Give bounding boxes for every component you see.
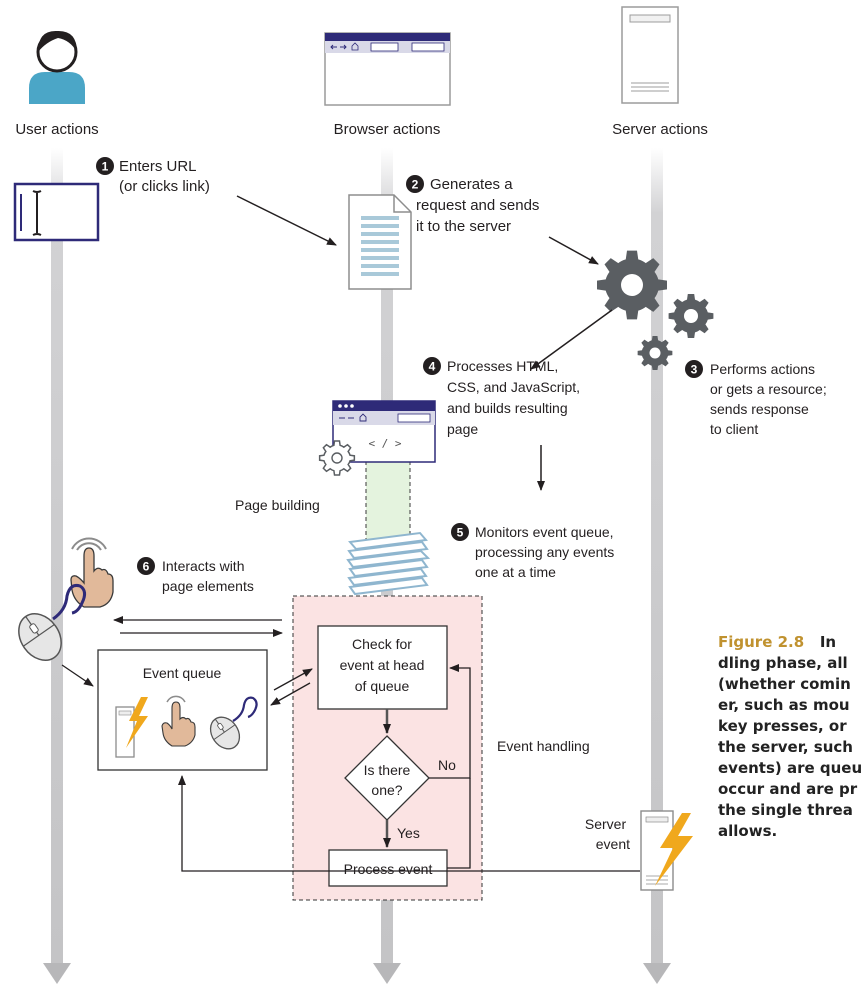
svg-text:5: 5 [457,526,464,540]
svg-text:6: 6 [143,560,150,574]
arrow-url-to-request [236,195,337,246]
browser-window-icon [324,32,451,106]
server-event-icon [640,810,693,891]
svg-text:< / >: < / > [368,437,401,450]
text-cursor-icon [13,182,100,242]
process-event-box: Process event [328,849,448,887]
step-3-text: Performs actions or gets a resource; sen… [710,361,831,437]
no-label: No [438,757,456,773]
svg-text:1: 1 [102,160,109,174]
arrow-server-event-to-queue [178,775,640,872]
queue-tap-icon [161,695,196,747]
step-2-text: Generates a request and sends it to the … [416,176,544,235]
caption-line-8: occur and are pr [718,780,858,798]
arrow-check-to-queue [270,682,311,706]
svg-text:4: 4 [429,360,436,374]
arrow-queue-to-check [273,668,313,691]
caption-line-5: key presses, or [718,717,847,735]
caption-line-10: allows. [718,822,778,840]
page-build-area [365,461,411,541]
page-stack-icon [346,531,431,596]
figure-number: Figure 2.8 [718,633,805,651]
server-event-label: Server event [585,816,630,852]
caption-line-1-text: In [819,633,837,651]
page-build-gear-icon [318,440,356,476]
svg-text:event at head: event at head [340,657,425,673]
arrow-request-to-server [548,236,599,265]
svg-text:Process event: Process event [344,861,433,877]
step-5-badge: 5 [451,523,469,541]
request-document-icon [348,194,412,290]
svg-text:3: 3 [691,363,698,377]
check-queue-box: Check for event at head of queue [317,625,448,710]
queue-mouse-icon [209,696,258,750]
caption-line-2: dling phase, all [718,654,848,672]
step-1-text: Enters URL (or clicks link) [119,158,210,195]
arrow-process-loop [447,778,471,869]
svg-text:one?: one? [371,782,402,798]
svg-text:of queue: of queue [355,678,410,694]
mouse-icon [18,584,87,661]
tapping-hand-icon [70,537,114,608]
caption-line-4: er, such as mou [718,696,850,714]
yes-label: Yes [397,825,420,841]
step-3-badge: 3 [685,360,703,378]
caption-line-7: events) are queu [718,759,861,777]
user-actions-label: User actions [15,121,98,138]
arrow-no-loop [429,664,471,779]
step-6-badge: 6 [137,557,155,575]
step-5-text: Monitors event queue, processing any eve… [475,524,618,580]
step-6-text: Interacts with page elements [162,558,254,594]
step-2-badge: 2 [406,175,424,193]
page-browser-icon: < / > [332,400,436,463]
caption-line-3: (whether comin [718,675,851,693]
arrow-mouse-to-queue [61,664,94,687]
server-gears-icon [597,250,714,371]
server-tower-icon [621,6,679,104]
figure-caption: Figure 2.8 In dling phase, all (whether … [718,632,861,842]
decision-diamond: Is there one? [344,735,430,821]
step-4-badge: 4 [423,357,441,375]
server-actions-label: Server actions [612,121,708,138]
svg-text:Check for: Check for [352,636,412,652]
step-1-badge: 1 [96,157,114,175]
event-handling-label: Event handling [497,738,590,754]
arrow-server-to-browser [530,309,613,370]
caption-line-9: the single threa [718,801,853,819]
caption-line-1: Figure 2.8 In [718,632,861,653]
svg-text:Event queue: Event queue [143,665,222,681]
svg-text:2: 2 [412,178,419,192]
page-building-label: Page building [235,497,320,513]
queue-server-event-icon [115,697,148,758]
svg-text:Is there: Is there [364,762,411,778]
step-4-text: Processes HTML, CSS, and JavaScript, and… [447,358,584,437]
caption-line-6: the server, such [718,738,853,756]
user-icon [29,30,85,104]
user-timeline [43,148,71,984]
browser-actions-label: Browser actions [334,121,441,138]
